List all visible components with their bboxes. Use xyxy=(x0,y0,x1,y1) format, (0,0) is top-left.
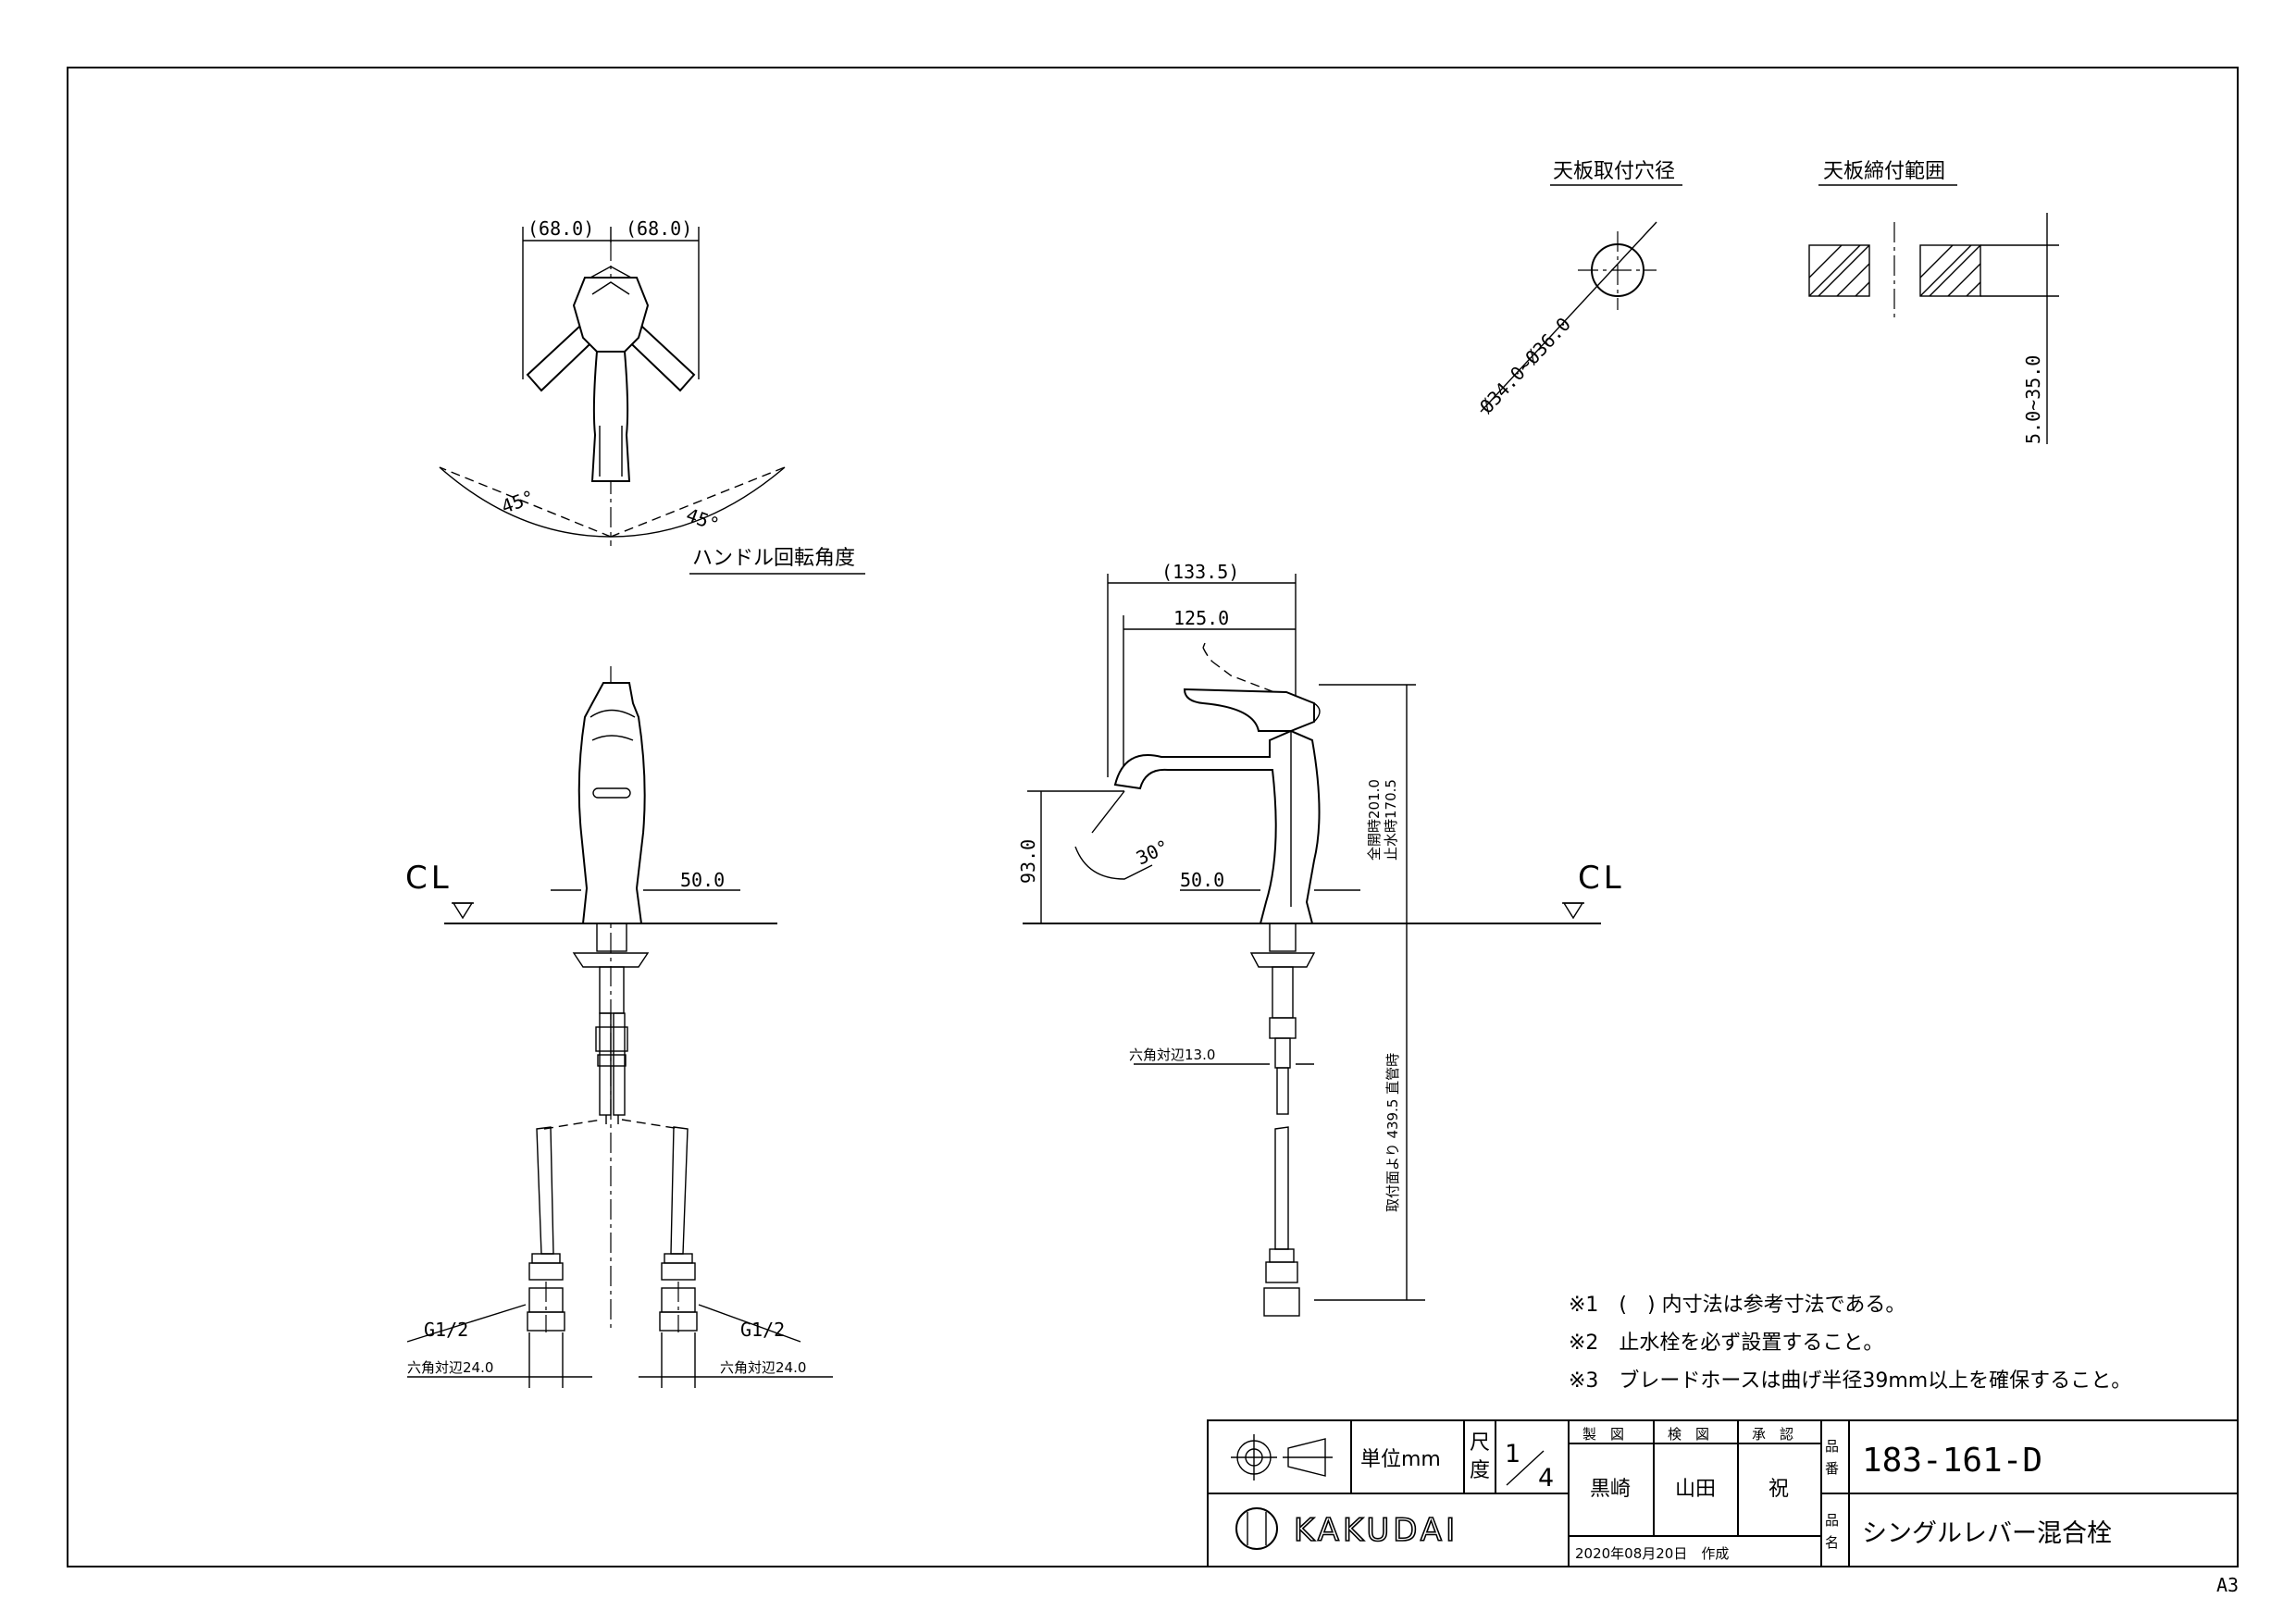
side-dim-125: 125.0 xyxy=(1173,607,1229,629)
scale-label-2: 度 xyxy=(1470,1459,1490,1482)
part-name-label-2: 名 xyxy=(1825,1534,1839,1551)
side-height-open: 全開時201.0 xyxy=(1366,779,1383,861)
note-2: ※2 止水栓を必ず設置すること。 xyxy=(1569,1332,1883,1355)
part-name: シングルレバー混合栓 xyxy=(1862,1519,2112,1548)
top-dim-right: (68.0) xyxy=(626,217,692,240)
side-cl: CL xyxy=(1578,860,1625,897)
scale-num: 1 xyxy=(1505,1440,1520,1468)
front-left-hex: 六角対辺24.0 xyxy=(407,1359,493,1376)
top-view: (68.0) (68.0) 45° 45° ハンドル回転角度 xyxy=(439,217,865,575)
brand-name: KAKUDAI xyxy=(1294,1512,1458,1549)
top-angle-left: 45° xyxy=(499,486,538,518)
front-right-thread: G1/2 xyxy=(740,1319,785,1341)
unit-label: 単位mm xyxy=(1360,1448,1441,1471)
part-no-label-1: 品 xyxy=(1825,1438,1839,1455)
front-left-thread: G1/2 xyxy=(424,1319,468,1341)
scale-label-1: 尺 xyxy=(1470,1431,1490,1455)
front-view: CL 50.0 G1/2 xyxy=(405,666,833,1388)
part-number: 183-161-D xyxy=(1862,1442,2042,1480)
range-title: 天板締付範囲 xyxy=(1823,160,1945,183)
header-checked: 検 図 xyxy=(1668,1426,1709,1443)
header-approved: 承 認 xyxy=(1752,1426,1793,1443)
side-hose-length: 取付面より 439.5 直管時 xyxy=(1384,1053,1401,1212)
mounting-hole-detail: 天板取付穴径 Ø34.0~Ø36.0 xyxy=(1475,160,1682,417)
sheet-border xyxy=(67,67,2239,1567)
drawing-date: 2020年08月20日 作成 xyxy=(1575,1545,1729,1562)
checked-by: 山田 xyxy=(1675,1478,1716,1501)
range-dim: 5.0~35.0 xyxy=(2022,355,2044,444)
top-caption: ハンドル回転角度 xyxy=(692,547,855,570)
side-view: (133.5) 125.0 93.0 30° 50.0 全開時201.0 止水時… xyxy=(1017,561,1625,1317)
side-angle: 30° xyxy=(1133,836,1173,870)
part-name-label-1: 品 xyxy=(1825,1512,1839,1529)
side-dim-spout: 93.0 xyxy=(1017,839,1039,884)
notes: ※1 ( ) 内寸法は参考寸法である。 ※2 止水栓を必ず設置すること。 ※3 … xyxy=(1569,1294,2131,1393)
note-3: ※3 ブレードホースは曲げ半径39mm以上を確保すること。 xyxy=(1569,1369,2131,1393)
top-dim-left: (68.0) xyxy=(527,217,594,240)
header-drawn: 製 図 xyxy=(1582,1426,1624,1443)
drawn-by: 黒崎 xyxy=(1590,1478,1631,1501)
side-dim-133: (133.5) xyxy=(1161,561,1239,583)
front-right-hex: 六角対辺24.0 xyxy=(720,1359,806,1376)
front-dim-width: 50.0 xyxy=(680,869,725,891)
sheet-size: A3 xyxy=(2216,1574,2239,1596)
kakudai-logo: KAKUDAI xyxy=(1235,1507,1458,1550)
top-angle-right: 45° xyxy=(683,503,722,536)
front-cl: CL xyxy=(405,860,453,897)
side-hex-small: 六角対辺13.0 xyxy=(1129,1047,1215,1063)
approved-by: 祝 xyxy=(1769,1478,1789,1501)
hole-dim: Ø34.0~Ø36.0 xyxy=(1475,313,1575,417)
part-no-label-2: 番 xyxy=(1825,1460,1839,1477)
side-dim-50: 50.0 xyxy=(1180,869,1224,891)
side-height-closed: 止水時170.5 xyxy=(1383,779,1399,861)
scale-den: 4 xyxy=(1538,1464,1554,1493)
title-block: 単位mm 尺 度 1 4 製 図 検 図 承 認 黒崎 山田 祝 2020年08… xyxy=(1207,1419,2239,1567)
note-1: ※1 ( ) 内寸法は参考寸法である。 xyxy=(1569,1294,1905,1317)
hole-title: 天板取付穴径 xyxy=(1553,160,1675,183)
mounting-range-detail: 天板締付範囲 5.0~35.0 xyxy=(1808,160,2059,444)
